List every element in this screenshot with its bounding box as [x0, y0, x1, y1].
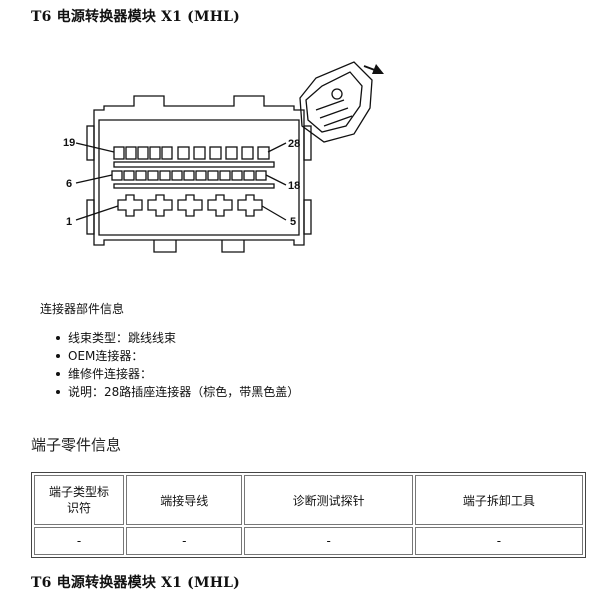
pin-label-18: 18 [288, 180, 300, 192]
pin-label-6: 6 [66, 178, 72, 190]
list-item-description: 说明：28路插座连接器（棕色，带黑色盖） [54, 383, 299, 401]
header-terminal-type-id: 端子类型标 识符 [34, 475, 124, 525]
table-cell: - [244, 527, 413, 555]
pin-label-19: 19 [63, 137, 75, 149]
pin-label-1: 1 [66, 216, 72, 228]
table-row: - - - - [34, 527, 583, 555]
page-title: T6 电源转换器模块 X1 (MHL) [31, 9, 241, 25]
header-diagnostic-probe: 诊断测试探针 [244, 475, 413, 525]
pin-label-28: 28 [288, 138, 300, 150]
pin-label-5: 5 [290, 216, 296, 228]
list-item-service-connector: 维修件连接器： [54, 365, 299, 383]
table-cell: - [126, 527, 243, 555]
header-removal-tool: 端子拆卸工具 [414, 475, 583, 525]
connector-info-heading: 连接器部件信息 [40, 302, 125, 316]
terminal-info-heading: 端子零件信息 [31, 436, 122, 454]
connector-diagram: 19 28 6 18 1 5 [63, 61, 384, 253]
header-crimp-wire: 端接导线 [126, 475, 243, 525]
table-cell: - [414, 527, 583, 555]
list-item-oem-connector: OEM连接器： [54, 347, 299, 365]
table-header-row: 端子类型标 识符 端接导线 诊断测试探针 端子拆卸工具 [34, 475, 583, 525]
list-item-harness-type: 线束类型：跳线线束 [54, 329, 299, 347]
header-terminal-type-id-line2: 识符 [66, 501, 91, 515]
page-title-repeat: T6 电源转换器模块 X1 (MHL) [31, 575, 241, 591]
terminal-parts-table: 端子类型标 识符 端接导线 诊断测试探针 端子拆卸工具 - - - - [31, 472, 586, 558]
connector-info-list: 线束类型：跳线线束 OEM连接器： 维修件连接器： 说明：28路插座连接器（棕色… [54, 329, 299, 401]
header-terminal-type-id-line1: 端子类型标 [48, 485, 109, 499]
table-cell: - [34, 527, 124, 555]
